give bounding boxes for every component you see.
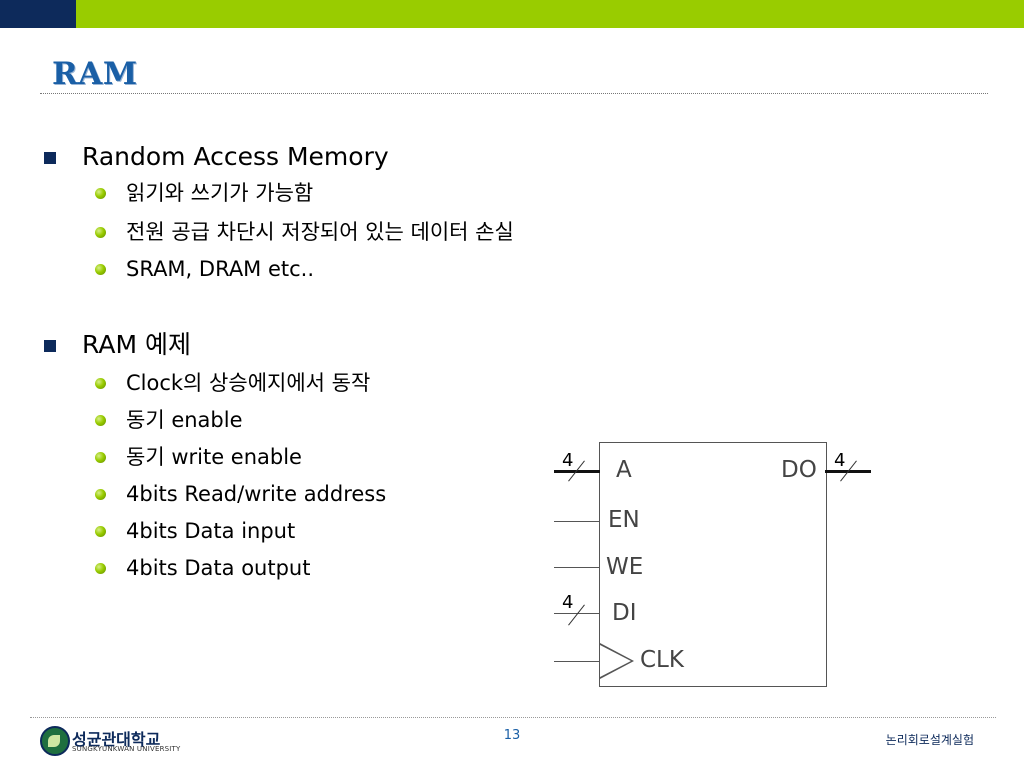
pin-we-label: WE — [606, 554, 644, 580]
round-bullet-icon — [95, 489, 106, 500]
pin-clk-label: CLK — [640, 647, 684, 673]
round-bullet-icon — [95, 188, 106, 199]
title-divider — [40, 93, 988, 94]
course-name: 논리회로설계실험 — [885, 733, 974, 747]
round-bullet-icon — [95, 563, 106, 574]
clock-wire — [554, 661, 600, 662]
sub-bullet-item: 동기 enable — [126, 408, 243, 432]
pin-a-label: A — [616, 457, 632, 483]
address-bus-line — [554, 470, 600, 473]
pin-di-label: DI — [612, 600, 637, 626]
page-number: 13 — [503, 728, 521, 743]
footer-divider — [30, 717, 996, 718]
university-name: 성균관대학교 — [72, 730, 161, 749]
sub-bullet-item: 4bits Data output — [126, 556, 311, 580]
top-bar-green — [76, 0, 1024, 28]
round-bullet-icon — [95, 526, 106, 537]
sub-bullet-item: 4bits Read/write address — [126, 482, 387, 506]
write-enable-wire — [554, 567, 600, 568]
address-bus-width: 4 — [562, 450, 574, 471]
top-bar-navy — [0, 0, 76, 28]
round-bullet-icon — [95, 378, 106, 389]
round-bullet-icon — [95, 452, 106, 463]
sub-bullet-item: SRAM, DRAM etc.. — [126, 257, 315, 281]
university-name-en: SUNGKYUNKWAN UNIVERSITY — [72, 745, 181, 753]
university-logo: 성균관대학교 SUNGKYUNKWAN UNIVERSITY — [40, 724, 180, 758]
enable-wire — [554, 521, 600, 522]
pin-en-label: EN — [608, 507, 640, 533]
bullet-item: Random Access Memory — [82, 142, 389, 171]
sub-bullet-item: 전원 공급 차단시 저장되어 있는 데이터 손실 — [126, 220, 514, 244]
round-bullet-icon — [95, 264, 106, 275]
ram-block — [599, 442, 827, 687]
round-bullet-icon — [95, 227, 106, 238]
square-bullet-icon — [44, 152, 56, 164]
sub-bullet-item: Clock의 상승에지에서 동작 — [126, 371, 371, 395]
sub-bullet-item: 동기 write enable — [126, 445, 302, 469]
university-emblem-icon — [40, 726, 70, 756]
square-bullet-icon — [44, 340, 56, 352]
sub-bullet-item: 4bits Data input — [126, 519, 296, 543]
data-in-bus-width: 4 — [562, 592, 574, 613]
pin-do-label: DO — [781, 457, 817, 483]
round-bullet-icon — [95, 415, 106, 426]
bullet-item: RAM 예제 — [82, 330, 191, 359]
data-out-bus-width: 4 — [834, 450, 846, 471]
slide-title: RAM — [52, 56, 138, 92]
sub-bullet-item: 읽기와 쓰기가 가능함 — [126, 181, 314, 205]
